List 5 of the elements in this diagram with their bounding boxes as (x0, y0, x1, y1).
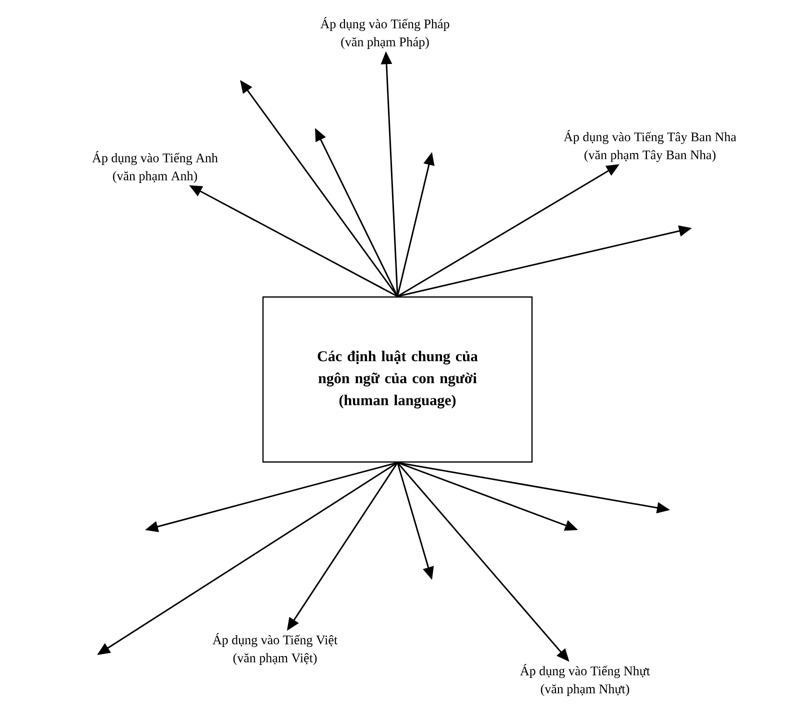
language-label: Áp dụng vào Tiếng Nhựt (văn phạm Nhựt) (520, 664, 650, 696)
language-label: Áp dụng vào Tiếng Pháp (văn phạm Pháp) (320, 17, 450, 49)
language-label: Áp dụng vào Tiếng Anh (văn phạm Anh) (92, 151, 218, 183)
language-label: Áp dụng vào Tiếng Tây Ban Nha (văn phạm Tây Ban Nha) (564, 130, 736, 162)
language-label: Áp dụng vào Tiếng Việt (văn phạm Việt) (212, 633, 338, 665)
